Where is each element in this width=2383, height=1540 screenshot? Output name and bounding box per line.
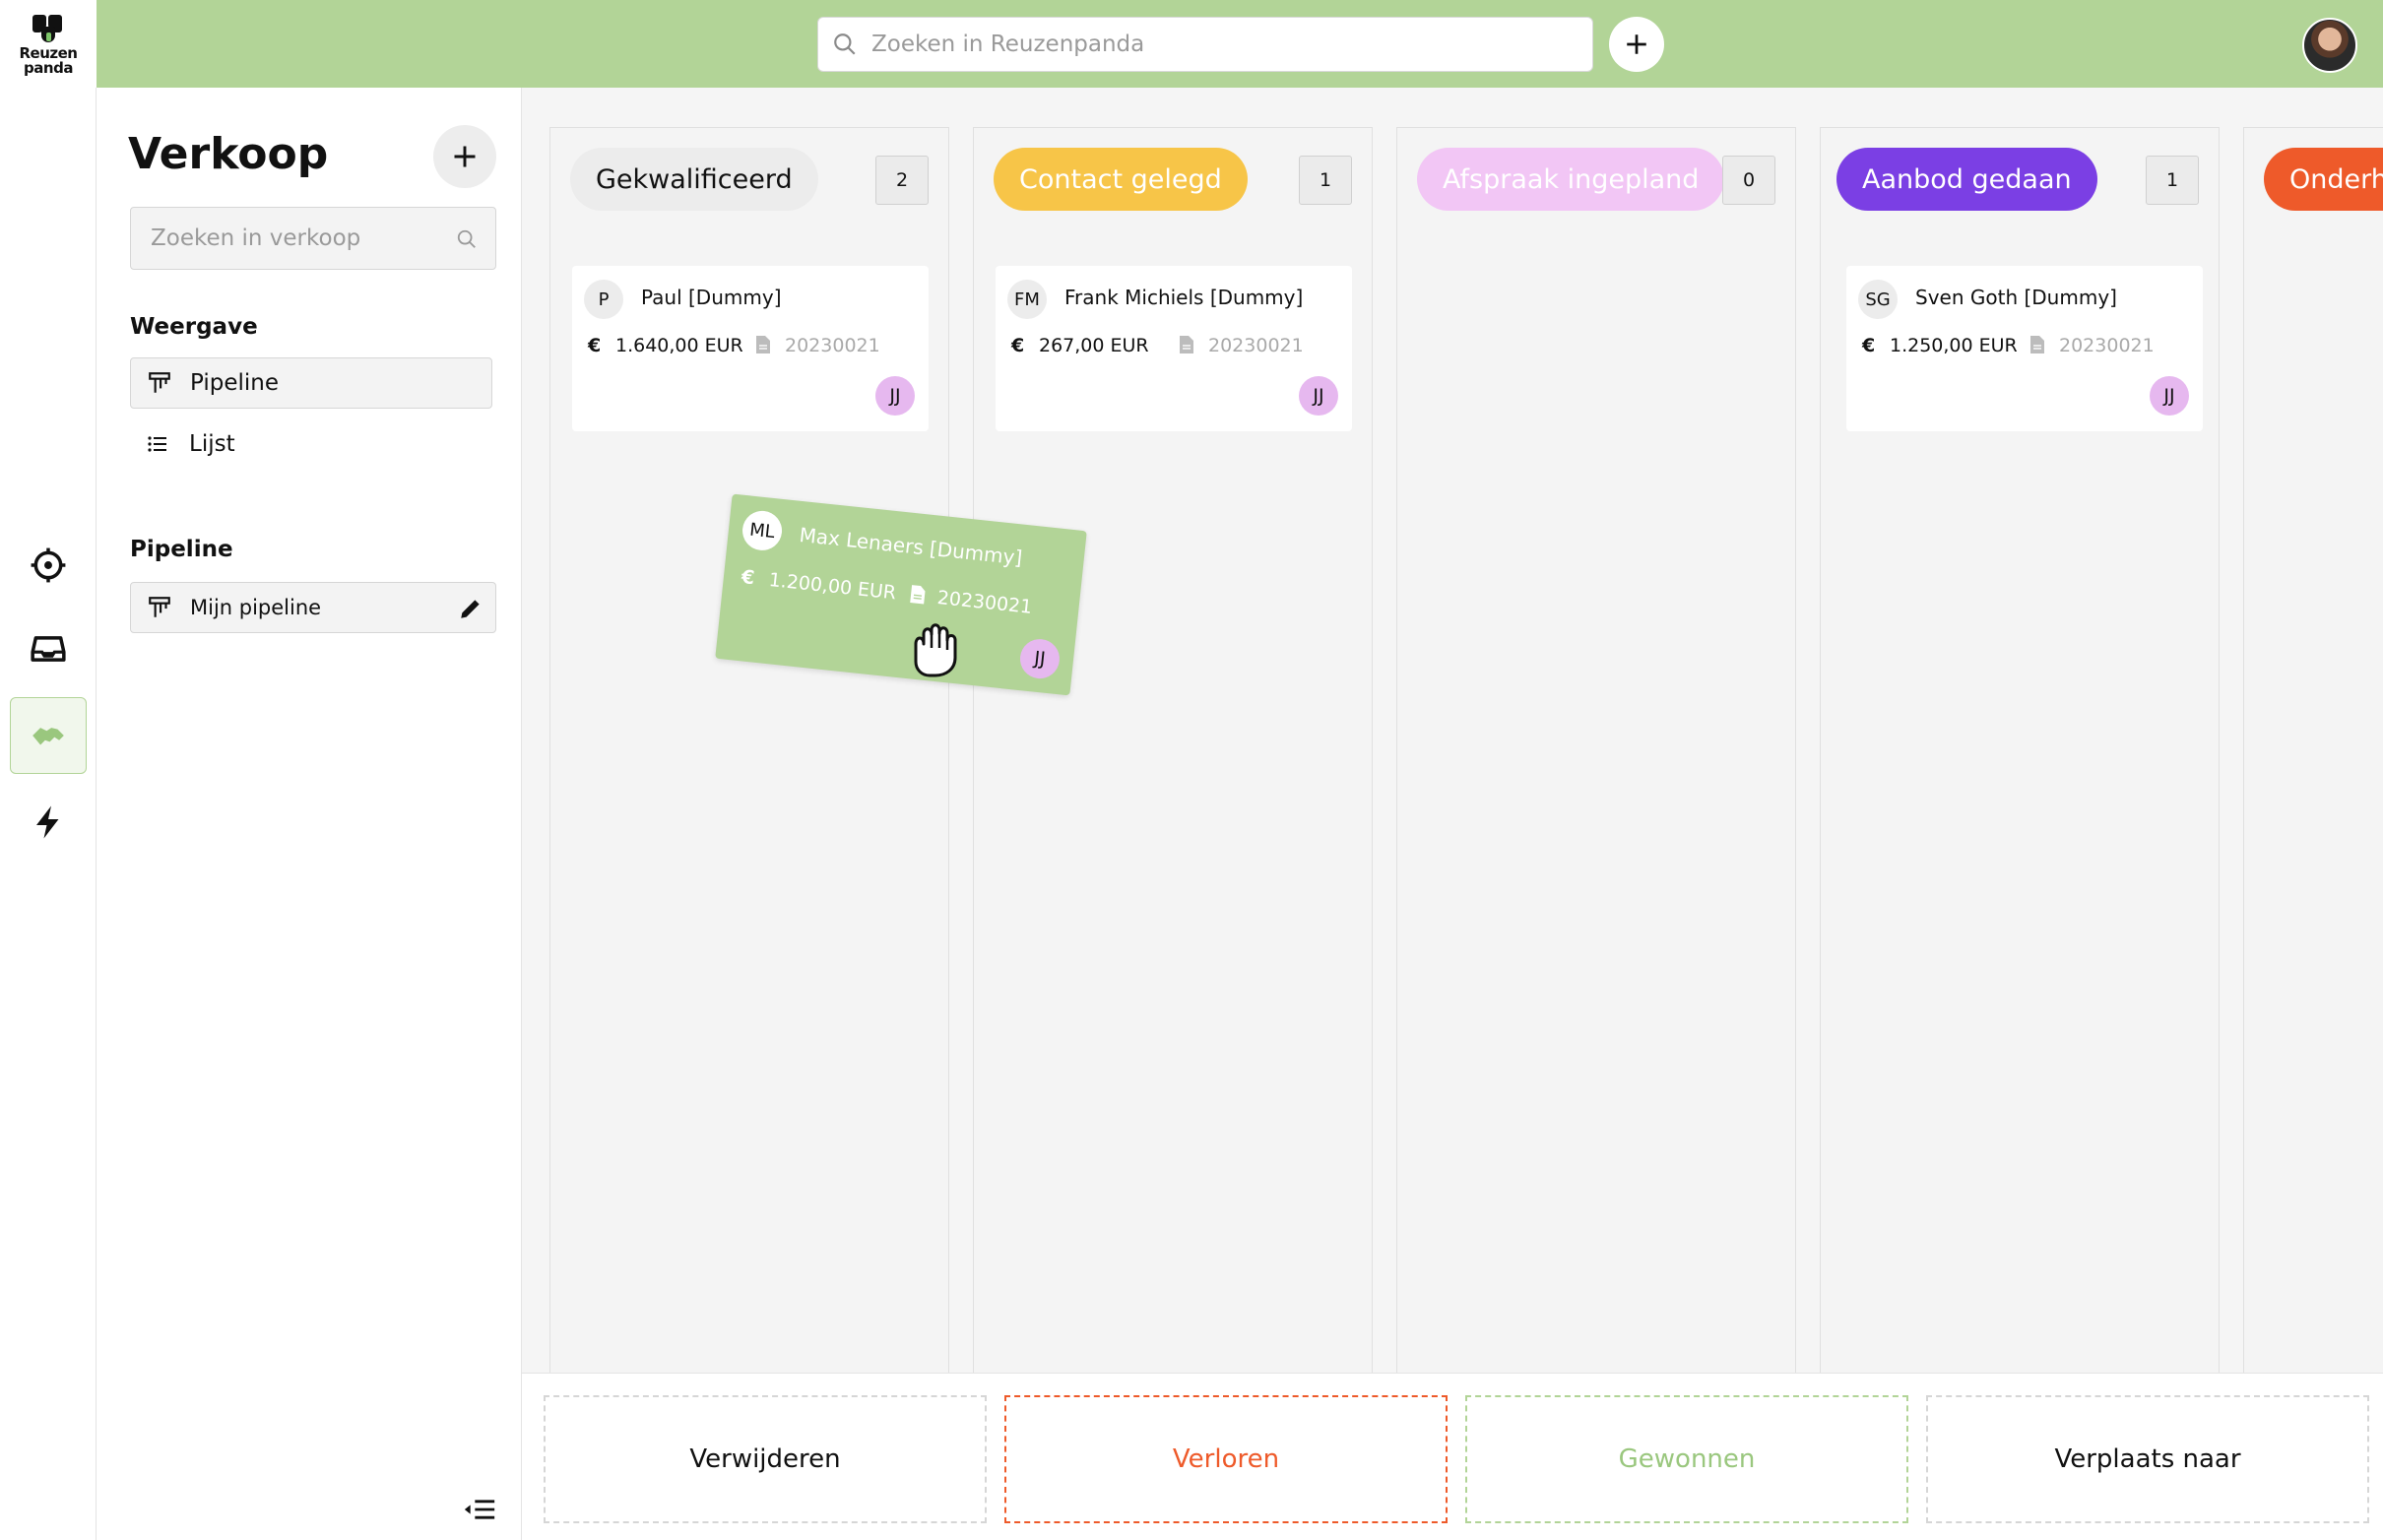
pipeline-item-label: Mijn pipeline — [190, 596, 322, 619]
euro-icon: € — [1011, 335, 1025, 356]
lightning-icon — [36, 805, 59, 839]
global-search[interactable] — [817, 17, 1593, 72]
stage-column-onderhandeling: Onderhandeling — [2243, 127, 2383, 1446]
sales-search-input[interactable] — [151, 225, 446, 251]
drop-zone-delete[interactable]: Verwijderen — [544, 1395, 987, 1523]
global-search-input[interactable] — [871, 32, 1561, 57]
document-icon — [756, 336, 770, 353]
stage-column-gekwalificeerd: Gekwalificeerd 2 P Paul [Dummy] € 1.640,… — [549, 127, 949, 1446]
owner-avatar: JJ — [2150, 376, 2189, 416]
drop-zone-lost[interactable]: Verloren — [1004, 1395, 1448, 1523]
owner-avatar: JJ — [1299, 376, 1338, 416]
deal-card[interactable]: SG Sven Goth [Dummy] € 1.250,00 EUR 2023… — [1846, 266, 2203, 431]
contact-avatar: SG — [1858, 280, 1898, 319]
logo-text: Reuzen panda — [19, 43, 79, 77]
reuzenpanda-logo[interactable]: Reuzen panda — [0, 0, 97, 88]
crosshair-icon — [31, 547, 66, 583]
view-pipeline[interactable]: Pipeline — [130, 357, 492, 409]
deal-reference: 20230021 — [935, 586, 1034, 618]
rail-automation-button[interactable] — [10, 784, 87, 861]
stage-label: Contact gelegd — [994, 148, 1248, 211]
view-list-label: Lijst — [189, 431, 235, 457]
document-icon — [910, 585, 926, 605]
sales-sidebar: Verkoop Weergave Pipeline Lijst Pipeline… — [97, 88, 522, 1540]
owner-avatar: JJ — [875, 376, 915, 416]
deal-name: Frank Michiels [Dummy] — [1064, 286, 1304, 309]
global-add-button[interactable] — [1609, 17, 1664, 72]
deal-card[interactable]: P Paul [Dummy] € 1.640,00 EUR 20230021 J… — [572, 266, 929, 431]
stage-label: Afspraak ingepland — [1417, 148, 1725, 211]
view-list[interactable]: Lijst — [130, 418, 492, 470]
pipeline-icon — [147, 595, 176, 620]
deal-card[interactable]: FM Frank Michiels [Dummy] € 267,00 EUR 2… — [996, 266, 1352, 431]
stage-count: 0 — [1722, 156, 1775, 205]
stage-column-afspraak-ingepland: Afspraak ingepland 0 — [1396, 127, 1796, 1446]
rail-target-button[interactable] — [10, 527, 87, 604]
deal-reference: 20230021 — [785, 335, 880, 356]
pipeline-item-mijn-pipeline[interactable]: Mijn pipeline — [130, 582, 496, 633]
deal-name: Paul [Dummy] — [641, 286, 782, 309]
collapse-sidebar-icon[interactable] — [463, 1496, 496, 1527]
user-avatar[interactable] — [2302, 18, 2357, 73]
rail-sales-button[interactable] — [10, 697, 87, 774]
search-icon — [457, 229, 476, 248]
stage-column-contact-gelegd: Contact gelegd 1 FM Frank Michiels [Dumm… — [973, 127, 1373, 1446]
document-icon — [2030, 336, 2044, 353]
stage-count: 1 — [1299, 156, 1352, 205]
pipeline-section-heading: Pipeline — [130, 537, 233, 562]
page-title: Verkoop — [128, 129, 329, 179]
view-pipeline-label: Pipeline — [190, 370, 280, 396]
view-section-heading: Weergave — [130, 314, 258, 340]
deal-amount: 1.250,00 EUR — [1890, 335, 2018, 356]
panda-logo-icon — [29, 13, 68, 46]
deal-reference: 20230021 — [2059, 335, 2155, 356]
rail-inbox-button[interactable] — [10, 610, 87, 687]
pencil-icon[interactable] — [458, 596, 483, 627]
drop-zone-bar: Verwijderen Verloren Gewonnen Verplaats … — [522, 1373, 2383, 1540]
plus-icon — [1627, 34, 1646, 54]
stage-count: 2 — [875, 156, 929, 205]
contact-avatar: FM — [1007, 280, 1047, 319]
euro-icon: € — [1862, 335, 1876, 356]
pipeline-board: Gekwalificeerd 2 P Paul [Dummy] € 1.640,… — [522, 88, 2383, 1540]
deal-amount: 267,00 EUR — [1039, 335, 1149, 356]
list-icon — [146, 432, 175, 456]
document-icon — [1180, 336, 1193, 353]
search-icon — [834, 33, 856, 55]
add-deal-button[interactable] — [433, 125, 496, 188]
grab-cursor-icon — [914, 623, 957, 677]
stage-column-aanbod-gedaan: Aanbod gedaan 1 SG Sven Goth [Dummy] € 1… — [1820, 127, 2220, 1446]
deal-name: Sven Goth [Dummy] — [1915, 286, 2117, 309]
drop-zone-move-to[interactable]: Verplaats naar — [1926, 1395, 2369, 1523]
contact-avatar: P — [584, 280, 623, 319]
plus-icon — [454, 146, 476, 167]
owner-avatar: JJ — [1017, 637, 1062, 681]
dragging-deal-card[interactable]: ML Max Lenaers [Dummy] € 1.200,00 EUR 20… — [715, 493, 1087, 696]
app-nav-rail — [0, 88, 97, 1540]
deal-name: Max Lenaers [Dummy] — [798, 522, 1024, 570]
drop-zone-won[interactable]: Gewonnen — [1465, 1395, 1908, 1523]
euro-icon: € — [740, 566, 756, 590]
top-bar: Reuzen panda — [0, 0, 2383, 88]
euro-icon: € — [588, 335, 602, 356]
pipeline-icon — [147, 370, 176, 396]
stage-label: Onderhandeling — [2264, 148, 2383, 211]
stage-label: Gekwalificeerd — [570, 148, 818, 211]
stage-count: 1 — [2146, 156, 2199, 205]
deal-amount: 1.640,00 EUR — [615, 335, 743, 356]
handshake-icon — [32, 728, 64, 745]
stage-label: Aanbod gedaan — [1836, 148, 2097, 211]
contact-avatar: ML — [741, 508, 785, 552]
sales-search[interactable] — [130, 207, 496, 270]
deal-amount: 1.200,00 EUR — [767, 568, 898, 605]
inbox-icon — [31, 636, 66, 662]
deal-reference: 20230021 — [1208, 335, 1304, 356]
